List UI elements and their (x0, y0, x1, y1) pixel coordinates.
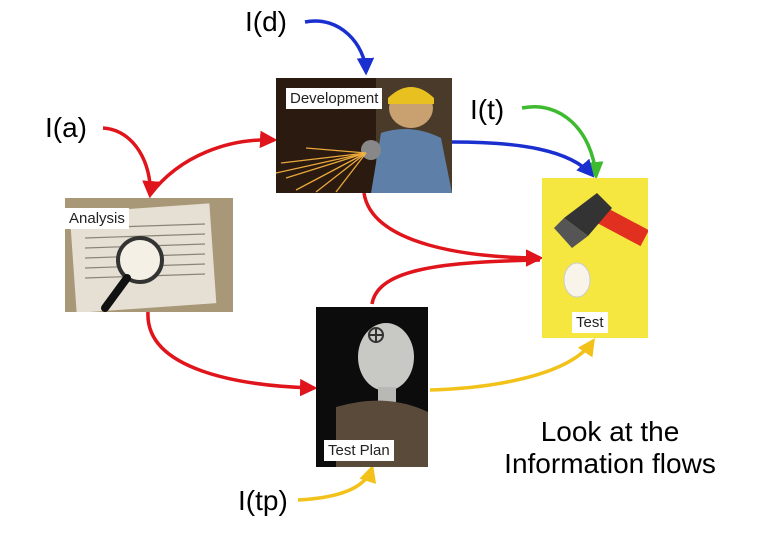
input-testplan-label: I(tp) (238, 485, 288, 516)
arrow-development-to-test (451, 140, 595, 178)
arrow-testplan-to-test (370, 258, 541, 305)
note-line-2: Information flows (504, 448, 716, 480)
analysis-photo (65, 198, 233, 312)
arrow-analysis-input-to-analysis (102, 126, 160, 199)
analysis-caption: Analysis (65, 208, 129, 229)
development-caption: Development (286, 88, 383, 109)
input-test-label: I(t) (470, 94, 505, 125)
information-flows-note: Look at the Information flows (485, 416, 735, 480)
arrow-testplan-to-test-yellow (429, 338, 595, 392)
input-design-label: I(d) (245, 6, 287, 37)
note-line-1: Look at the (540, 416, 680, 447)
arrow-testplan-input-to-testplan (297, 464, 377, 502)
arrow-analysis-to-development (148, 130, 278, 197)
arrow-analysis-to-testplan (146, 311, 318, 397)
arrow-design-to-development (304, 19, 375, 76)
test-photo (542, 178, 648, 338)
input-analysis-label: I(a) (45, 112, 87, 143)
arrow-test-input-to-test (521, 105, 604, 180)
arrow-development-to-test-red (362, 192, 544, 267)
testplan-caption: Test Plan (324, 440, 394, 461)
test-caption: Test (572, 312, 608, 333)
